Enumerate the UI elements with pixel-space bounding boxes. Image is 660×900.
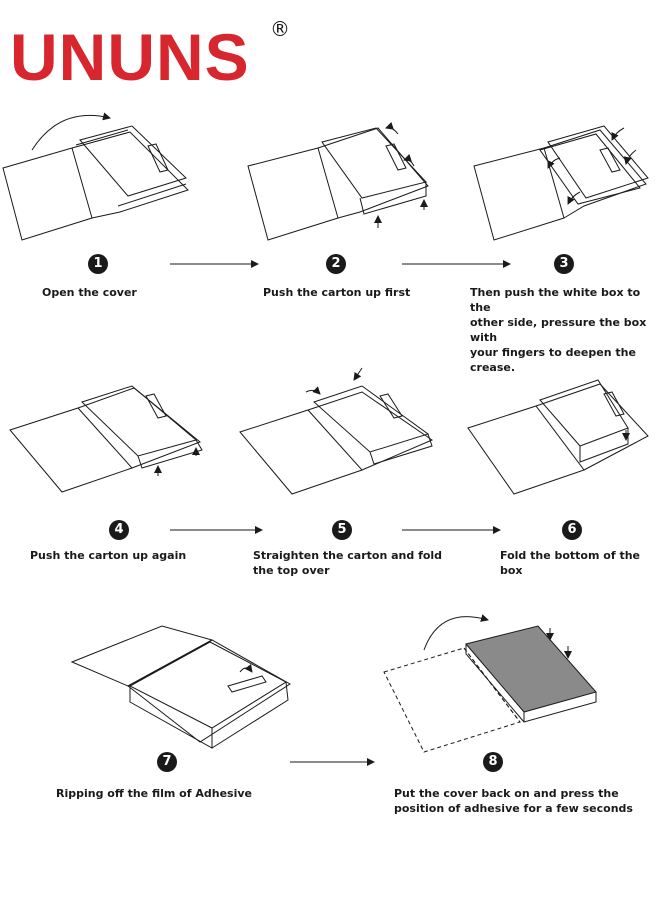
step-7-badge: 7 bbox=[157, 752, 177, 772]
step-6-caption: Fold the bottom of the box bbox=[500, 549, 640, 577]
step-5-badge: 5 bbox=[332, 520, 352, 540]
step-7-illustration bbox=[70, 625, 291, 749]
step-4-caption: Push the carton up again bbox=[30, 549, 187, 562]
step-8-caption: Put the cover back on and press the posi… bbox=[394, 787, 633, 815]
step-4-badge: 4 bbox=[109, 520, 129, 540]
step-1-caption: Open the cover bbox=[42, 286, 137, 299]
step-8-illustration bbox=[383, 614, 597, 753]
step-8-badge: 8 bbox=[483, 752, 503, 772]
step-5-caption: Straighten the carton and fold the top o… bbox=[253, 549, 443, 577]
step-2-badge: 2 bbox=[326, 254, 346, 274]
step-6-badge: 6 bbox=[562, 520, 582, 540]
step-6-illustration bbox=[467, 379, 649, 495]
step-3-illustration bbox=[473, 125, 649, 241]
step-7-caption: Ripping off the film of Adhesive bbox=[56, 787, 252, 800]
step-2-illustration bbox=[247, 121, 429, 241]
step-2-caption: Push the carton up first bbox=[263, 286, 411, 299]
step-1-badge: 1 bbox=[88, 254, 108, 274]
ununs-logo: UNUNS ® bbox=[10, 18, 290, 88]
step-3-badge: 3 bbox=[554, 254, 574, 274]
step-1-illustration bbox=[2, 112, 189, 241]
brand-wordmark: UNUNS bbox=[10, 20, 250, 88]
step-3-caption: Then push the white box to the other sid… bbox=[470, 286, 647, 374]
step-4-illustration bbox=[9, 385, 203, 493]
registered-mark: ® bbox=[270, 18, 290, 41]
step-5-illustration bbox=[239, 367, 434, 495]
